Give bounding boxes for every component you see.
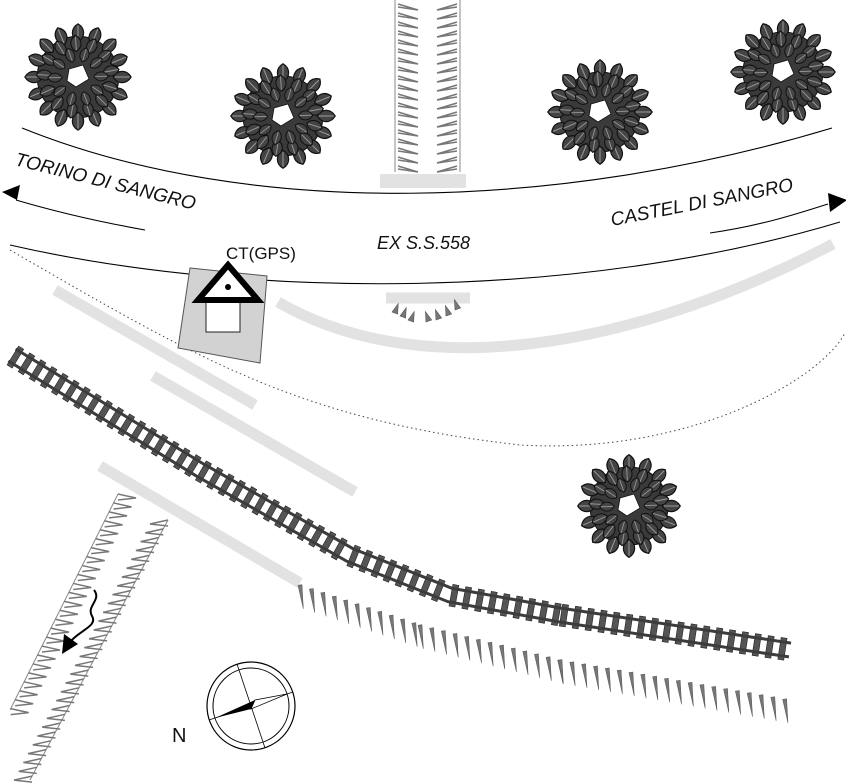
railway-track-icon (6, 345, 792, 661)
north-label: N (172, 725, 186, 747)
east-destination-label: CASTEL DI SANGRO (609, 175, 795, 231)
west-destination-label: TORINO DI SANGRO (13, 149, 198, 214)
arrow-icon (2, 185, 846, 212)
tree-icon (547, 59, 653, 165)
dotted-boundary (9, 249, 846, 447)
small-embankment (391, 298, 462, 323)
trees (24, 19, 836, 558)
compass-rose-icon (206, 661, 296, 751)
tree-icon (24, 23, 132, 131)
river-embankment (9, 493, 169, 783)
pads (52, 174, 836, 588)
tree-icon (730, 19, 836, 125)
road-name-label: EX S.S.558 (377, 233, 470, 253)
flow-direction-icon (62, 589, 98, 654)
tree-icon (577, 454, 681, 558)
triangulation-point-icon (191, 260, 265, 303)
tree-icon (230, 63, 336, 169)
control-point-label: CT(GPS) (226, 244, 296, 263)
road (9, 127, 841, 285)
embankment-hatch-icon (394, 0, 461, 173)
